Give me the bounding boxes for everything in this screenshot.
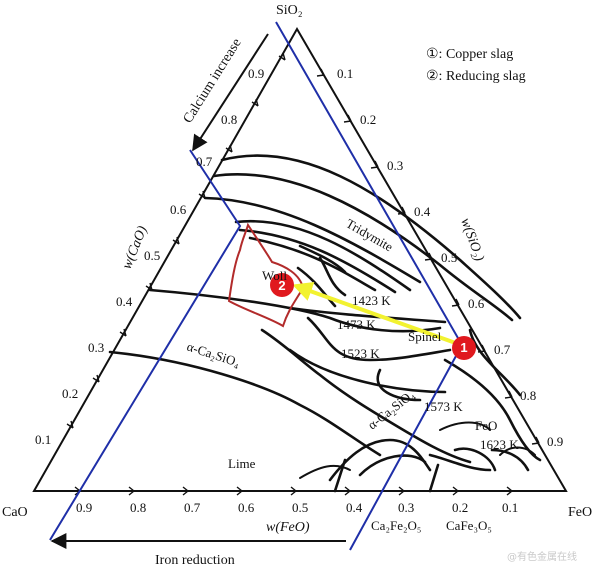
left-tick: 0.1 — [35, 432, 51, 447]
left-tick: 0.7 — [196, 154, 213, 169]
isotherm-1423: 1423 K — [352, 293, 391, 308]
bottom-tick: 0.5 — [292, 500, 308, 515]
bottom-tick: 0.1 — [502, 500, 518, 515]
phase-ca2fe2o5: Ca₂Fe₂O₅ — [371, 518, 421, 533]
right-edge-ticks — [316, 68, 540, 445]
point-2-marker: 2 — [270, 273, 294, 297]
right-tick: 0.9 — [547, 434, 563, 449]
isotherm-1473: 1473 K — [337, 317, 376, 332]
isotherm-1573: 1573 K — [424, 399, 463, 414]
calcium-increase-arrow — [192, 33, 269, 152]
point-1-marker: 1 — [452, 336, 476, 360]
right-tick: 0.4 — [414, 204, 431, 219]
vertex-sio2: SiO₂ — [276, 3, 303, 18]
bottom-tick: 0.8 — [130, 500, 146, 515]
legend-reducing-slag: ②: Reducing slag — [426, 69, 526, 84]
left-tick: 0.2 — [62, 386, 78, 401]
bottom-tick: 0.9 — [76, 500, 92, 515]
iron-reduction-label: Iron reduction — [155, 553, 235, 567]
right-tick-labels: 0.1 0.2 0.3 0.4 0.5 0.6 0.7 0.8 0.9 — [337, 66, 563, 449]
isotherm-1523: 1523 K — [341, 346, 380, 361]
vertex-feo: FeO — [568, 505, 592, 520]
phase-spinel: Spinel — [408, 329, 442, 344]
right-tick: 0.8 — [520, 388, 536, 403]
left-tick: 0.6 — [170, 202, 187, 217]
phase-cafe3o5: CaFe₃O₅ — [446, 518, 492, 533]
right-tick: 0.3 — [387, 158, 403, 173]
low-region-curves — [299, 421, 536, 479]
right-tick: 0.6 — [468, 296, 485, 311]
phase-tridymite: Tridymite — [344, 216, 396, 255]
left-tick: 0.9 — [248, 66, 264, 81]
right-tick: 0.5 — [441, 250, 457, 265]
left-tick: 0.8 — [221, 112, 237, 127]
right-tick: 0.7 — [494, 342, 511, 357]
watermark: @有色金属在线 — [507, 550, 577, 563]
path-arrow — [292, 281, 465, 348]
left-tick: 0.4 — [116, 294, 133, 309]
bottom-edge-ticks — [74, 486, 513, 496]
reducing-slag-region — [227, 222, 305, 328]
bottom-tick: 0.7 — [184, 500, 201, 515]
bottom-tick: 0.4 — [346, 500, 363, 515]
left-tick: 0.3 — [88, 340, 104, 355]
bottom-tick-labels: 0.9 0.8 0.7 0.6 0.5 0.4 0.3 0.2 0.1 — [76, 500, 518, 515]
phase-lime: Lime — [228, 456, 256, 471]
phase-boundaries — [108, 154, 542, 493]
isotherm-1623: 1623 K — [480, 437, 519, 452]
bottom-tick: 0.6 — [238, 500, 255, 515]
bottom-tick: 0.3 — [398, 500, 414, 515]
right-tick: 0.2 — [360, 112, 376, 127]
right-axis-label: w(SiO₂) — [457, 216, 486, 263]
left-tick-labels: 0.9 0.8 0.7 0.6 0.5 0.4 0.3 0.2 0.1 — [35, 66, 264, 447]
bottom-axis-label: w(FeO) — [266, 520, 310, 535]
vertex-cao: CaO — [2, 505, 28, 520]
bottom-tick: 0.2 — [452, 500, 468, 515]
phase-wollastonite: Woll — [262, 268, 287, 283]
point-1-label: 1 — [460, 340, 467, 355]
point-2-label: 2 — [278, 278, 285, 293]
left-tick: 0.5 — [144, 248, 160, 263]
legend-copper-slag: ①: Copper slag — [426, 47, 513, 62]
phase-feo: FeO — [475, 418, 497, 433]
right-tick: 0.1 — [337, 66, 353, 81]
